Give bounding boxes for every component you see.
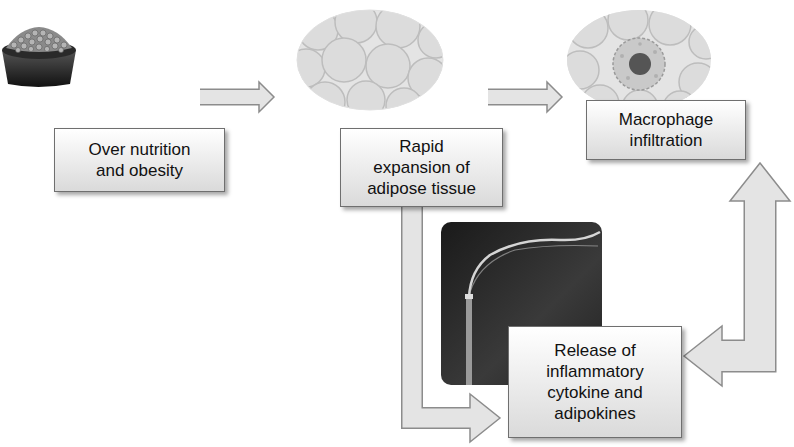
- process-box: Rapid expansion of adipose tissue: [340, 128, 503, 207]
- adipose-cells: [287, 1, 454, 124]
- box-text: Release of inflammatory cytokine and adi…: [519, 340, 671, 424]
- block-arrow: [488, 82, 562, 112]
- block-arrow: [684, 163, 790, 386]
- box-text: Over nutrition and obesity: [75, 139, 204, 181]
- box-text: Rapid expansion of adipose tissue: [361, 136, 482, 199]
- cells-outline: [297, 10, 443, 110]
- block-arrow: [200, 82, 274, 112]
- block-arrow: [412, 207, 500, 442]
- process-box: Macrophage infiltration: [586, 100, 746, 160]
- box-text: Macrophage infiltration: [597, 109, 735, 151]
- food-bowl: [2, 27, 76, 87]
- process-box: Over nutrition and obesity: [54, 128, 225, 192]
- process-box: Release of inflammatory cytokine and adi…: [508, 326, 682, 438]
